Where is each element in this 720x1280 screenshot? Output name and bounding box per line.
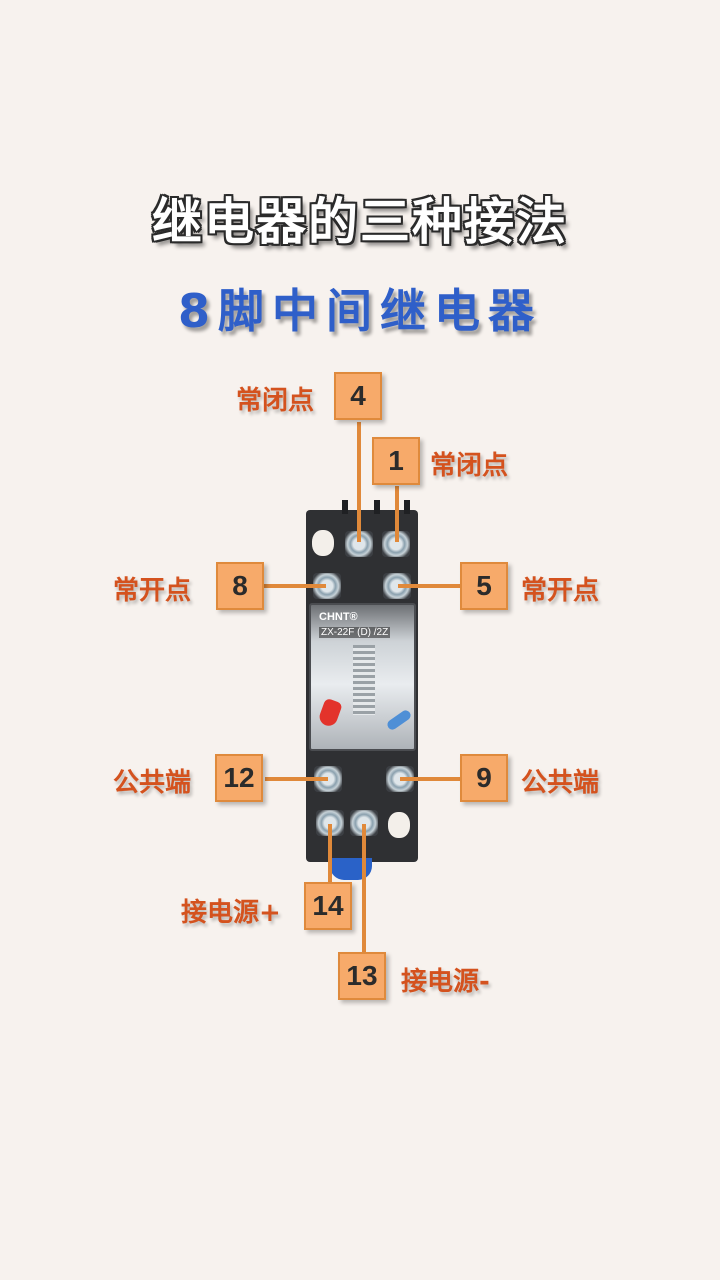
leader-line-9	[400, 777, 460, 781]
pin-label-14: 接电源+	[181, 898, 281, 928]
pin-box-1: 1	[372, 437, 420, 485]
leader-line-14	[328, 824, 332, 882]
page-title: 继电器的三种接法	[152, 193, 568, 251]
pin-box-13: 13	[338, 952, 386, 1000]
pin-box-4: 4	[334, 372, 382, 420]
pin-box-5: 5	[460, 562, 508, 610]
pin-label-5: 常开点	[521, 576, 600, 606]
pin-box-8: 8	[216, 562, 264, 610]
din-rail-clip	[330, 858, 372, 880]
leader-line-8	[264, 584, 326, 588]
pin-label-1: 常闭点	[430, 451, 509, 481]
leader-line-13	[362, 824, 366, 952]
pin-label-9: 公共端	[521, 768, 600, 798]
pin-box-12: 12	[215, 754, 263, 802]
leader-line-5	[398, 584, 460, 588]
mounting-hole	[388, 812, 410, 838]
leader-line-1	[395, 486, 399, 542]
page-subtitle: 8脚中间继电器	[177, 284, 542, 338]
rib	[342, 500, 348, 514]
relay-model: ZX-22F (D) /2Z	[319, 627, 391, 638]
rib	[374, 500, 380, 514]
relay-brand: CHNT®	[319, 611, 358, 623]
leader-line-12	[265, 777, 328, 781]
indicator-led	[317, 697, 343, 729]
mounting-hole	[312, 530, 334, 556]
pin-label-4: 常闭点	[236, 386, 315, 416]
rib	[404, 500, 410, 514]
leader-line-4	[357, 422, 361, 542]
pin-label-13: 接电源-	[401, 967, 490, 997]
relay-cover: CHNT® ZX-22F (D) /2Z	[309, 603, 416, 751]
pin-label-12: 公共端	[113, 768, 192, 798]
resistor	[385, 708, 413, 732]
relay-coil	[353, 645, 375, 715]
pin-box-14: 14	[304, 882, 352, 930]
pin-box-9: 9	[460, 754, 508, 802]
pin-label-8: 常开点	[113, 576, 192, 606]
